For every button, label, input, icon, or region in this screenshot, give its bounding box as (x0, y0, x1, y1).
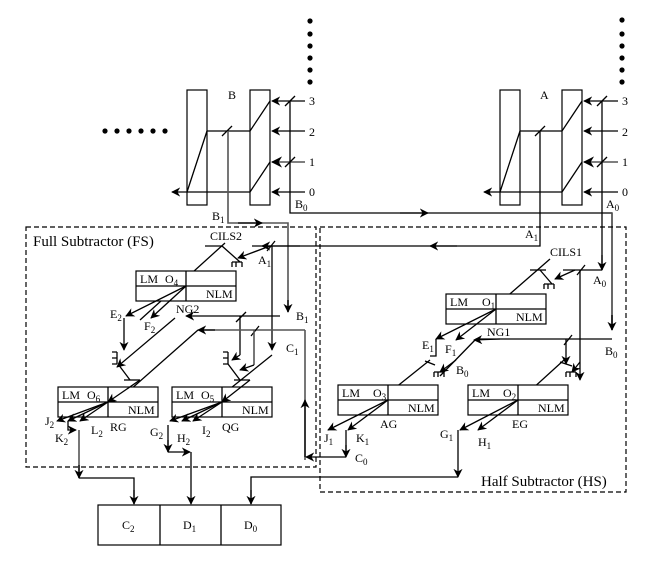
ng2-label: NG2 (176, 302, 199, 316)
qg-label: QG (222, 420, 240, 434)
ellipsis-left (102, 128, 168, 134)
eg-label: EG (512, 417, 528, 431)
gate-ng1: LM O1 NLM NG1 E1 F1 (422, 293, 547, 358)
register-a-bit-0: 0 (622, 185, 628, 199)
gate-ng2: LM O4 NLM NG2 E2 F2 (110, 270, 237, 335)
output-register: C2 D1 D0 (97, 504, 282, 546)
ag-nlm: NLM (408, 401, 435, 415)
register-a-bit-2: 2 (622, 125, 628, 139)
ng1-o: O1 (482, 295, 495, 311)
rg-out-l2: L2 (91, 423, 103, 439)
ng1-nlm: NLM (516, 310, 543, 324)
ng2-out-e2: E2 (110, 307, 122, 323)
rg-label: RG (110, 420, 127, 434)
rg-lm: LM (62, 388, 80, 402)
register-b-bit-1: 1 (309, 155, 315, 169)
half-subtractor-title: Half Subtractor (HS) (481, 474, 607, 490)
signal-a1-fs: A1 (258, 253, 271, 269)
rg-out-j2: J2 (45, 414, 54, 430)
half-subtractor: Half Subtractor (HS) CILS1 A0 B0 B0 C0 L… (300, 226, 627, 493)
register-a-bit-3: 3 (622, 94, 628, 108)
register-b-bit-0: 0 (309, 185, 315, 199)
full-subtractor: Full Subtractor (FS) CILS2 A1 B1 C1 LM O… (25, 226, 317, 468)
register-b: B 3 2 1 0 (171, 88, 315, 206)
qg-o: O5 (201, 388, 215, 404)
eg-out-h1: H1 (478, 435, 491, 451)
register-b-bit-3: 3 (309, 94, 315, 108)
eg-lm: LM (472, 386, 490, 400)
routing-wires: B1 B0 A1 A0 (212, 101, 620, 331)
ag-out-j1: J1 (324, 431, 333, 447)
eg-out-g1: G1 (440, 427, 453, 443)
ellipsis-top-middle (307, 18, 313, 85)
register-b-label: B (228, 88, 236, 102)
register-b-left-plate (186, 89, 208, 206)
register-a-right-plate (561, 89, 583, 206)
register-b-right-plate (249, 89, 271, 206)
signal-c1: C1 (286, 341, 299, 357)
qg-out-g2: G2 (150, 425, 163, 441)
qg-lm: LM (176, 388, 194, 402)
half-subtractor-boundary (319, 226, 627, 493)
ag-out-k1: K1 (356, 431, 369, 447)
ag-lm: LM (342, 386, 360, 400)
gate-qg: LM O5 NLM QG G2 H2 I2 (150, 379, 273, 457)
register-a-bit-1: 1 (622, 155, 628, 169)
signal-a0-hs: A0 (593, 273, 607, 289)
ng2-lm: LM (140, 272, 158, 286)
signal-b0-top: B0 (295, 197, 308, 213)
signal-b0-hs: B0 (605, 344, 618, 360)
gate-eg: LM O2 NLM EG G1 H1 (440, 384, 569, 478)
signal-c0: C0 (355, 451, 368, 467)
output-c2: C2 (122, 518, 135, 534)
eg-nlm: NLM (538, 401, 565, 415)
ng2-nlm: NLM (206, 287, 233, 301)
signal-a0-top: A0 (606, 197, 620, 213)
register-b-bit-2: 2 (309, 125, 315, 139)
register-a-left-plate (499, 89, 521, 206)
rg-out-k2: K2 (55, 431, 68, 447)
qg-out-h2: H2 (177, 431, 190, 447)
cils1-label: CILS1 (550, 245, 582, 259)
signal-b0-ag: B0 (456, 363, 469, 379)
gate-ag: LM O3 NLM AG J1 K1 (300, 384, 439, 462)
output-wires (74, 430, 458, 505)
qg-out-i2: I2 (202, 423, 211, 439)
ng2-out-f2: F2 (144, 319, 155, 335)
ng1-label: NG1 (487, 325, 510, 339)
ng1-lm: LM (450, 295, 468, 309)
ag-o: O3 (373, 386, 387, 402)
output-d0: D0 (244, 518, 258, 534)
signal-b1-top: B1 (212, 209, 225, 225)
full-subtractor-boundary (25, 226, 317, 468)
ng2-o: O4 (165, 272, 179, 288)
rg-nlm: NLM (128, 403, 155, 417)
signal-b1-fs: B1 (296, 309, 309, 325)
register-a-label: A (540, 88, 549, 102)
qg-nlm: NLM (242, 403, 269, 417)
eg-o: O2 (503, 386, 516, 402)
register-a: A 3 2 1 0 (483, 88, 628, 206)
signal-a1-top: A1 (525, 227, 538, 243)
rg-o: O6 (87, 388, 101, 404)
ellipsis-top-right (619, 17, 625, 85)
output-d1: D1 (183, 518, 196, 534)
gate-rg: LM O6 NLM RG J2 K2 L2 (45, 379, 159, 447)
full-subtractor-title: Full Subtractor (FS) (33, 234, 154, 250)
ellipsis-dots (102, 17, 625, 134)
ng1-out-e1: E1 (422, 338, 434, 354)
cils2-label: CILS2 (210, 229, 242, 243)
ag-label: AG (380, 417, 398, 431)
ng1-out-f1: F1 (445, 342, 456, 358)
